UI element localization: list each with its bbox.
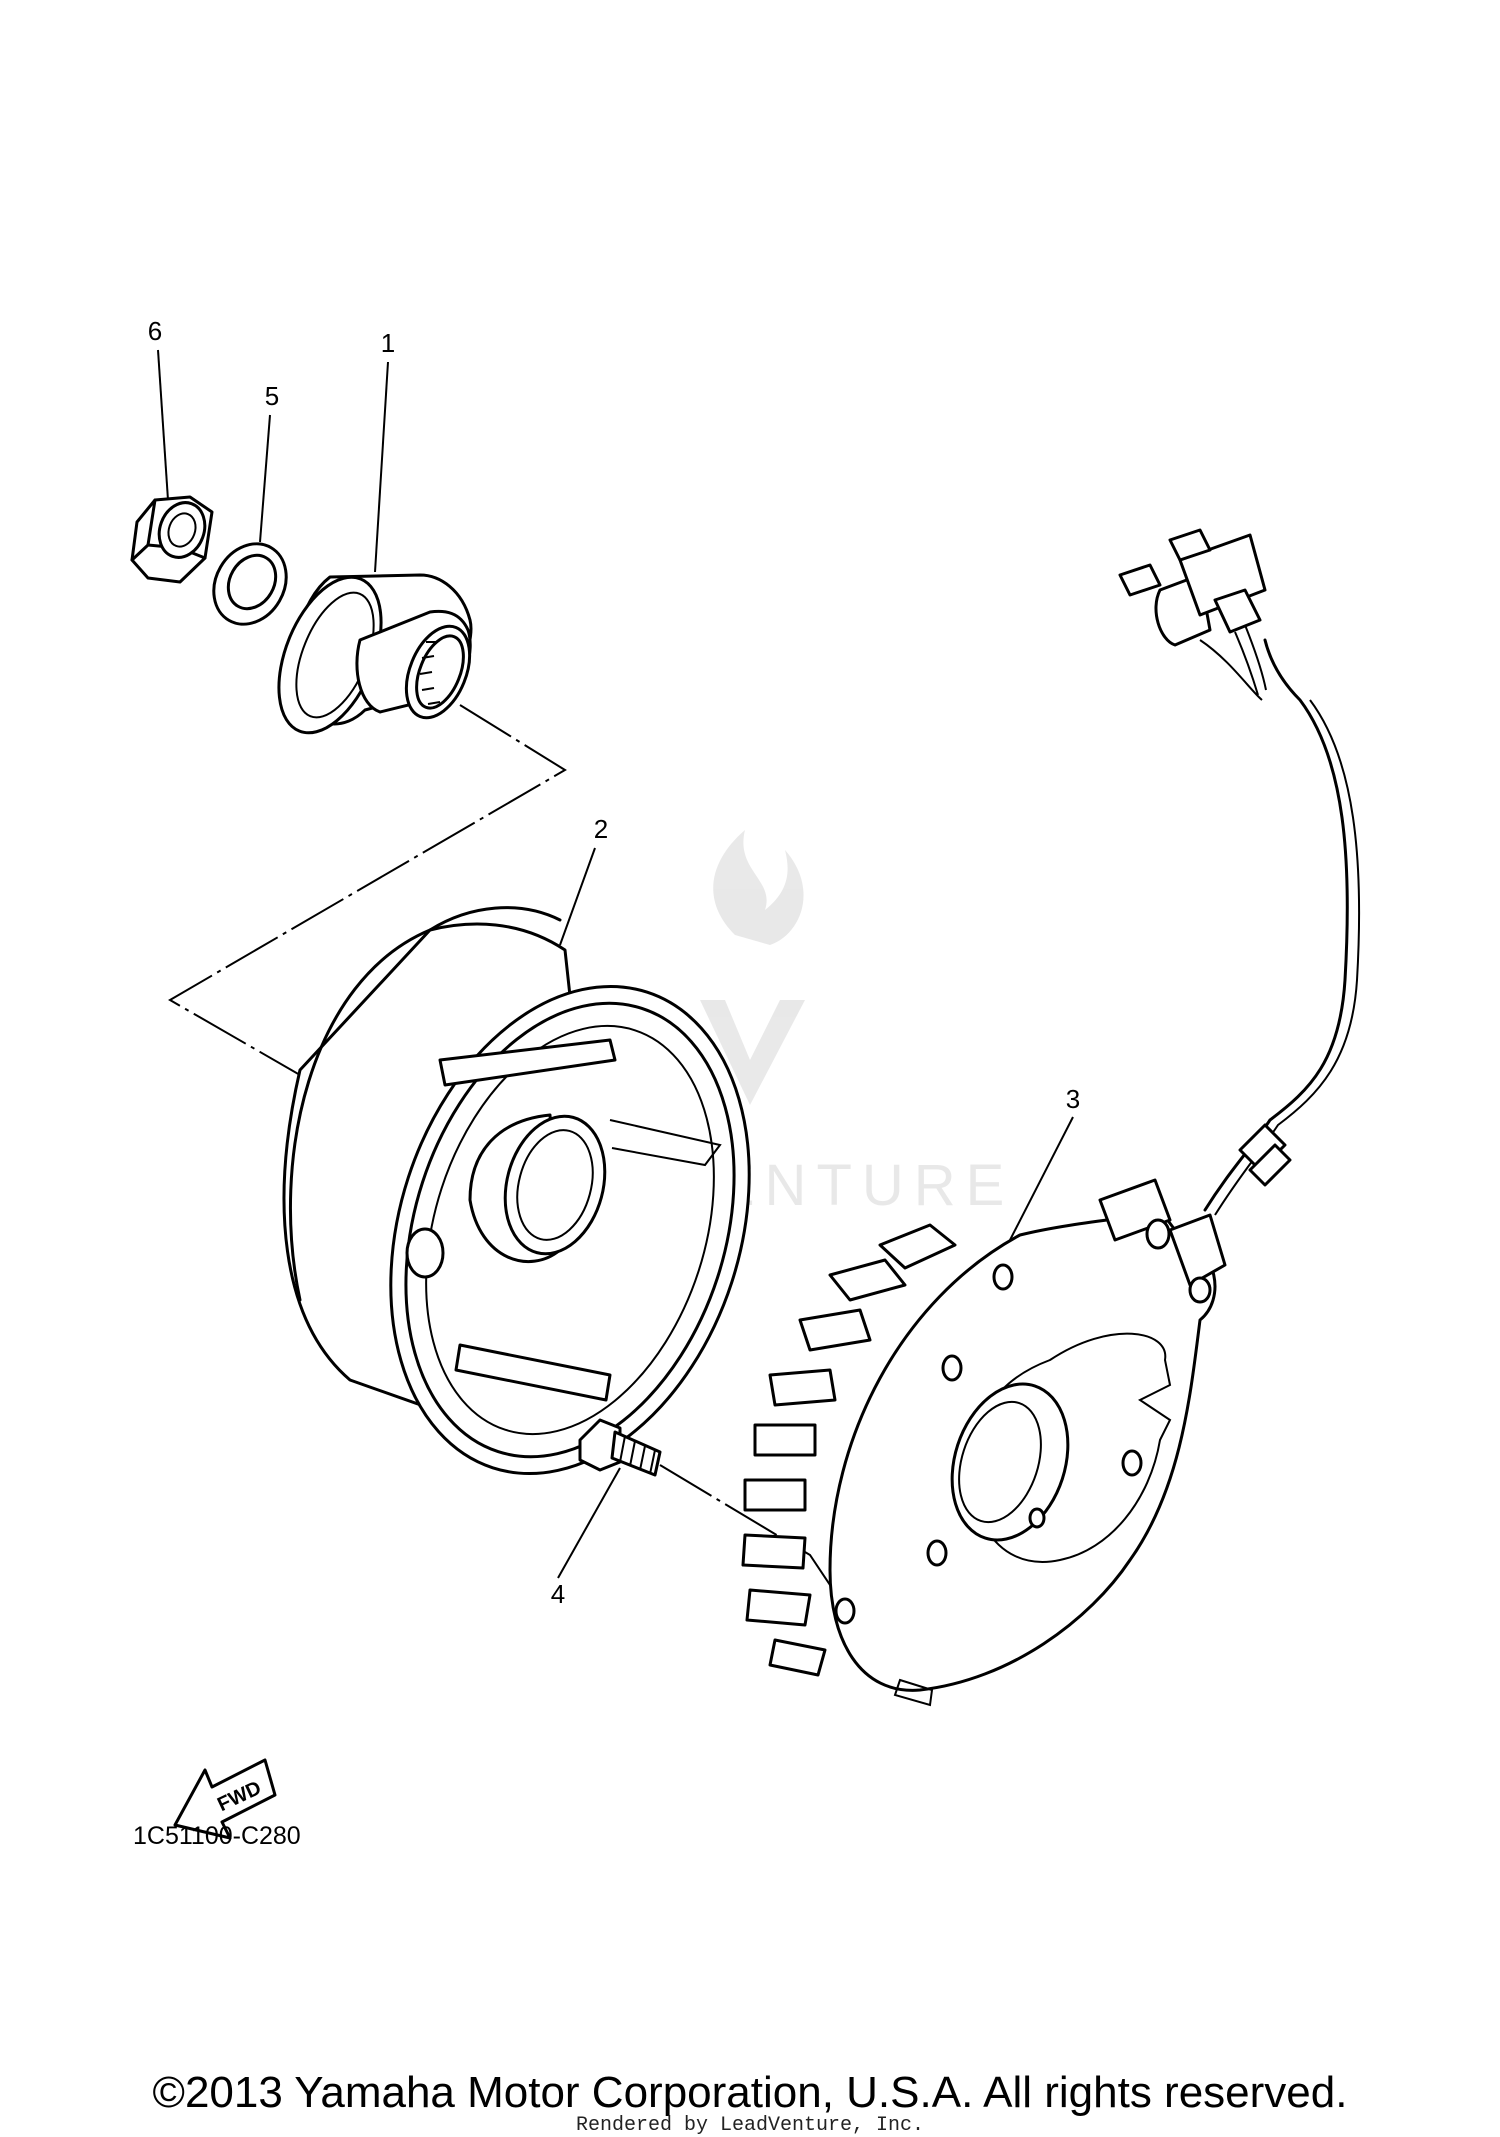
bolt-part (578, 1418, 662, 1477)
callout-3: 3 (1066, 1084, 1080, 1114)
fwd-arrow-icon: FWD (173, 1758, 277, 1840)
watermark-v-icon (700, 1000, 805, 1105)
flywheel-rotor-part (282, 906, 751, 1475)
callout-4: 4 (551, 1579, 565, 1609)
callout-1: 1 (381, 328, 395, 358)
watermark-flame-icon (713, 830, 804, 945)
washer-part (212, 542, 288, 626)
rendered-by-credit: Rendered by LeadVenture, Inc. (575, 2114, 925, 2137)
leader-lines (157, 349, 1074, 1579)
hub-sleeve-part (277, 573, 473, 735)
stator-coils (741, 1223, 957, 1677)
wiring-harness (1118, 528, 1361, 1216)
diagram-part-code: 1C51100-C280 (133, 1822, 301, 1850)
stator-part (741, 1178, 1227, 1707)
copyright-notice: ©2013 Yamaha Motor Corporation, U.S.A. A… (152, 2068, 1348, 2117)
callout-labels: 6 5 1 2 3 4 (148, 316, 1080, 1609)
callout-2: 2 (594, 814, 608, 844)
nut-part (130, 495, 214, 584)
assembly-centerline-1 (168, 704, 567, 1076)
callout-6: 6 (148, 316, 162, 346)
callout-5: 5 (265, 381, 279, 411)
